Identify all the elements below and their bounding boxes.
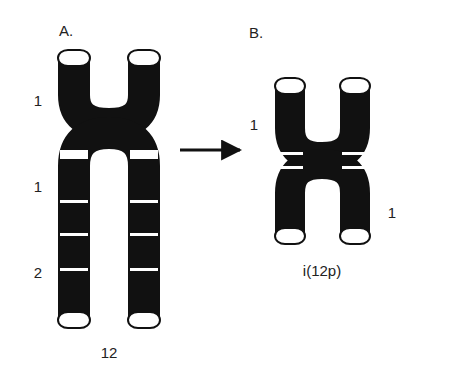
transition-arrow [180, 149, 240, 152]
band-number: 12 [101, 345, 118, 360]
band-number: 1 [34, 93, 42, 108]
panel-label: A. [59, 23, 73, 38]
chromosome-12 [58, 50, 160, 328]
band-number: 1 [388, 205, 396, 220]
chromosome-name: i(12p) [303, 263, 341, 278]
band-number: 1 [34, 179, 42, 194]
panel-label: B. [249, 25, 263, 40]
band-number: 2 [34, 265, 42, 280]
band-number: 1 [250, 117, 258, 132]
isochromosome [275, 78, 370, 244]
